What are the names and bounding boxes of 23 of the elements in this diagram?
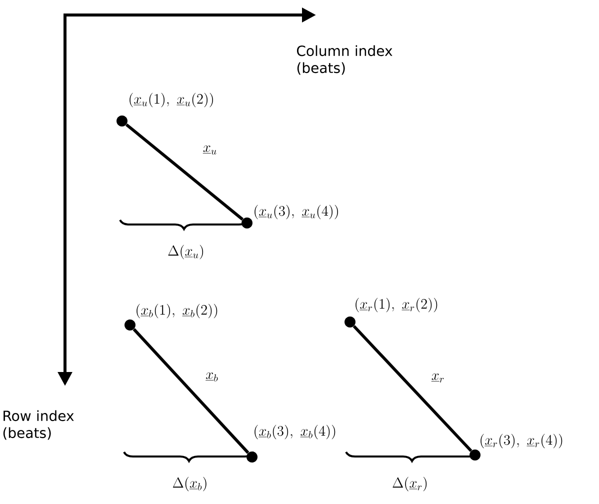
coordinate-label: $(\underline{x}_r(1),\ \underline{x}_r(2))$ [356,298,438,312]
dot [124,320,136,330]
dot [242,218,252,228]
coordinate-label: $(\underline{x}_b(1),\ \underline{x}_b(2))$ [136,304,218,318]
edge-label: $\underline{x}_r$ [431,374,444,382]
edge-label: $\underline{x}_u$ [202,146,216,154]
coordinate-label: $(\underline{x}_u(3),\ \underline{x}_u(4))$ [254,204,338,220]
brace-label: $\Delta(\underline{x}_b)$ [172,476,206,492]
dot [116,116,128,126]
line-segment [125,123,244,221]
dot [246,452,258,462]
dot [470,450,480,460]
brace-label: $\Delta(\underline{x}_u)$ [168,244,204,260]
dot [344,316,356,328]
edge-label: $\underline{x}_b$ [206,372,218,382]
brace-label: $\Delta(\underline{x}_r)$ [392,476,427,492]
coordinate-label: $(\underline{x}_r(3),\ \underline{x}_r(4))$ [480,434,562,448]
axis-label: Row index (beats) [3,410,74,440]
axis-label: Column index (beats) [297,45,392,75]
line-segment [132,328,250,454]
coordinate-label: $(\underline{x}_u(1),\ \underline{x}_u(2))$ [130,92,213,108]
coordinate-label: $(\underline{x}_b(3),\ \underline{x}_b(4))$ [254,424,336,440]
line-segment [352,325,472,452]
